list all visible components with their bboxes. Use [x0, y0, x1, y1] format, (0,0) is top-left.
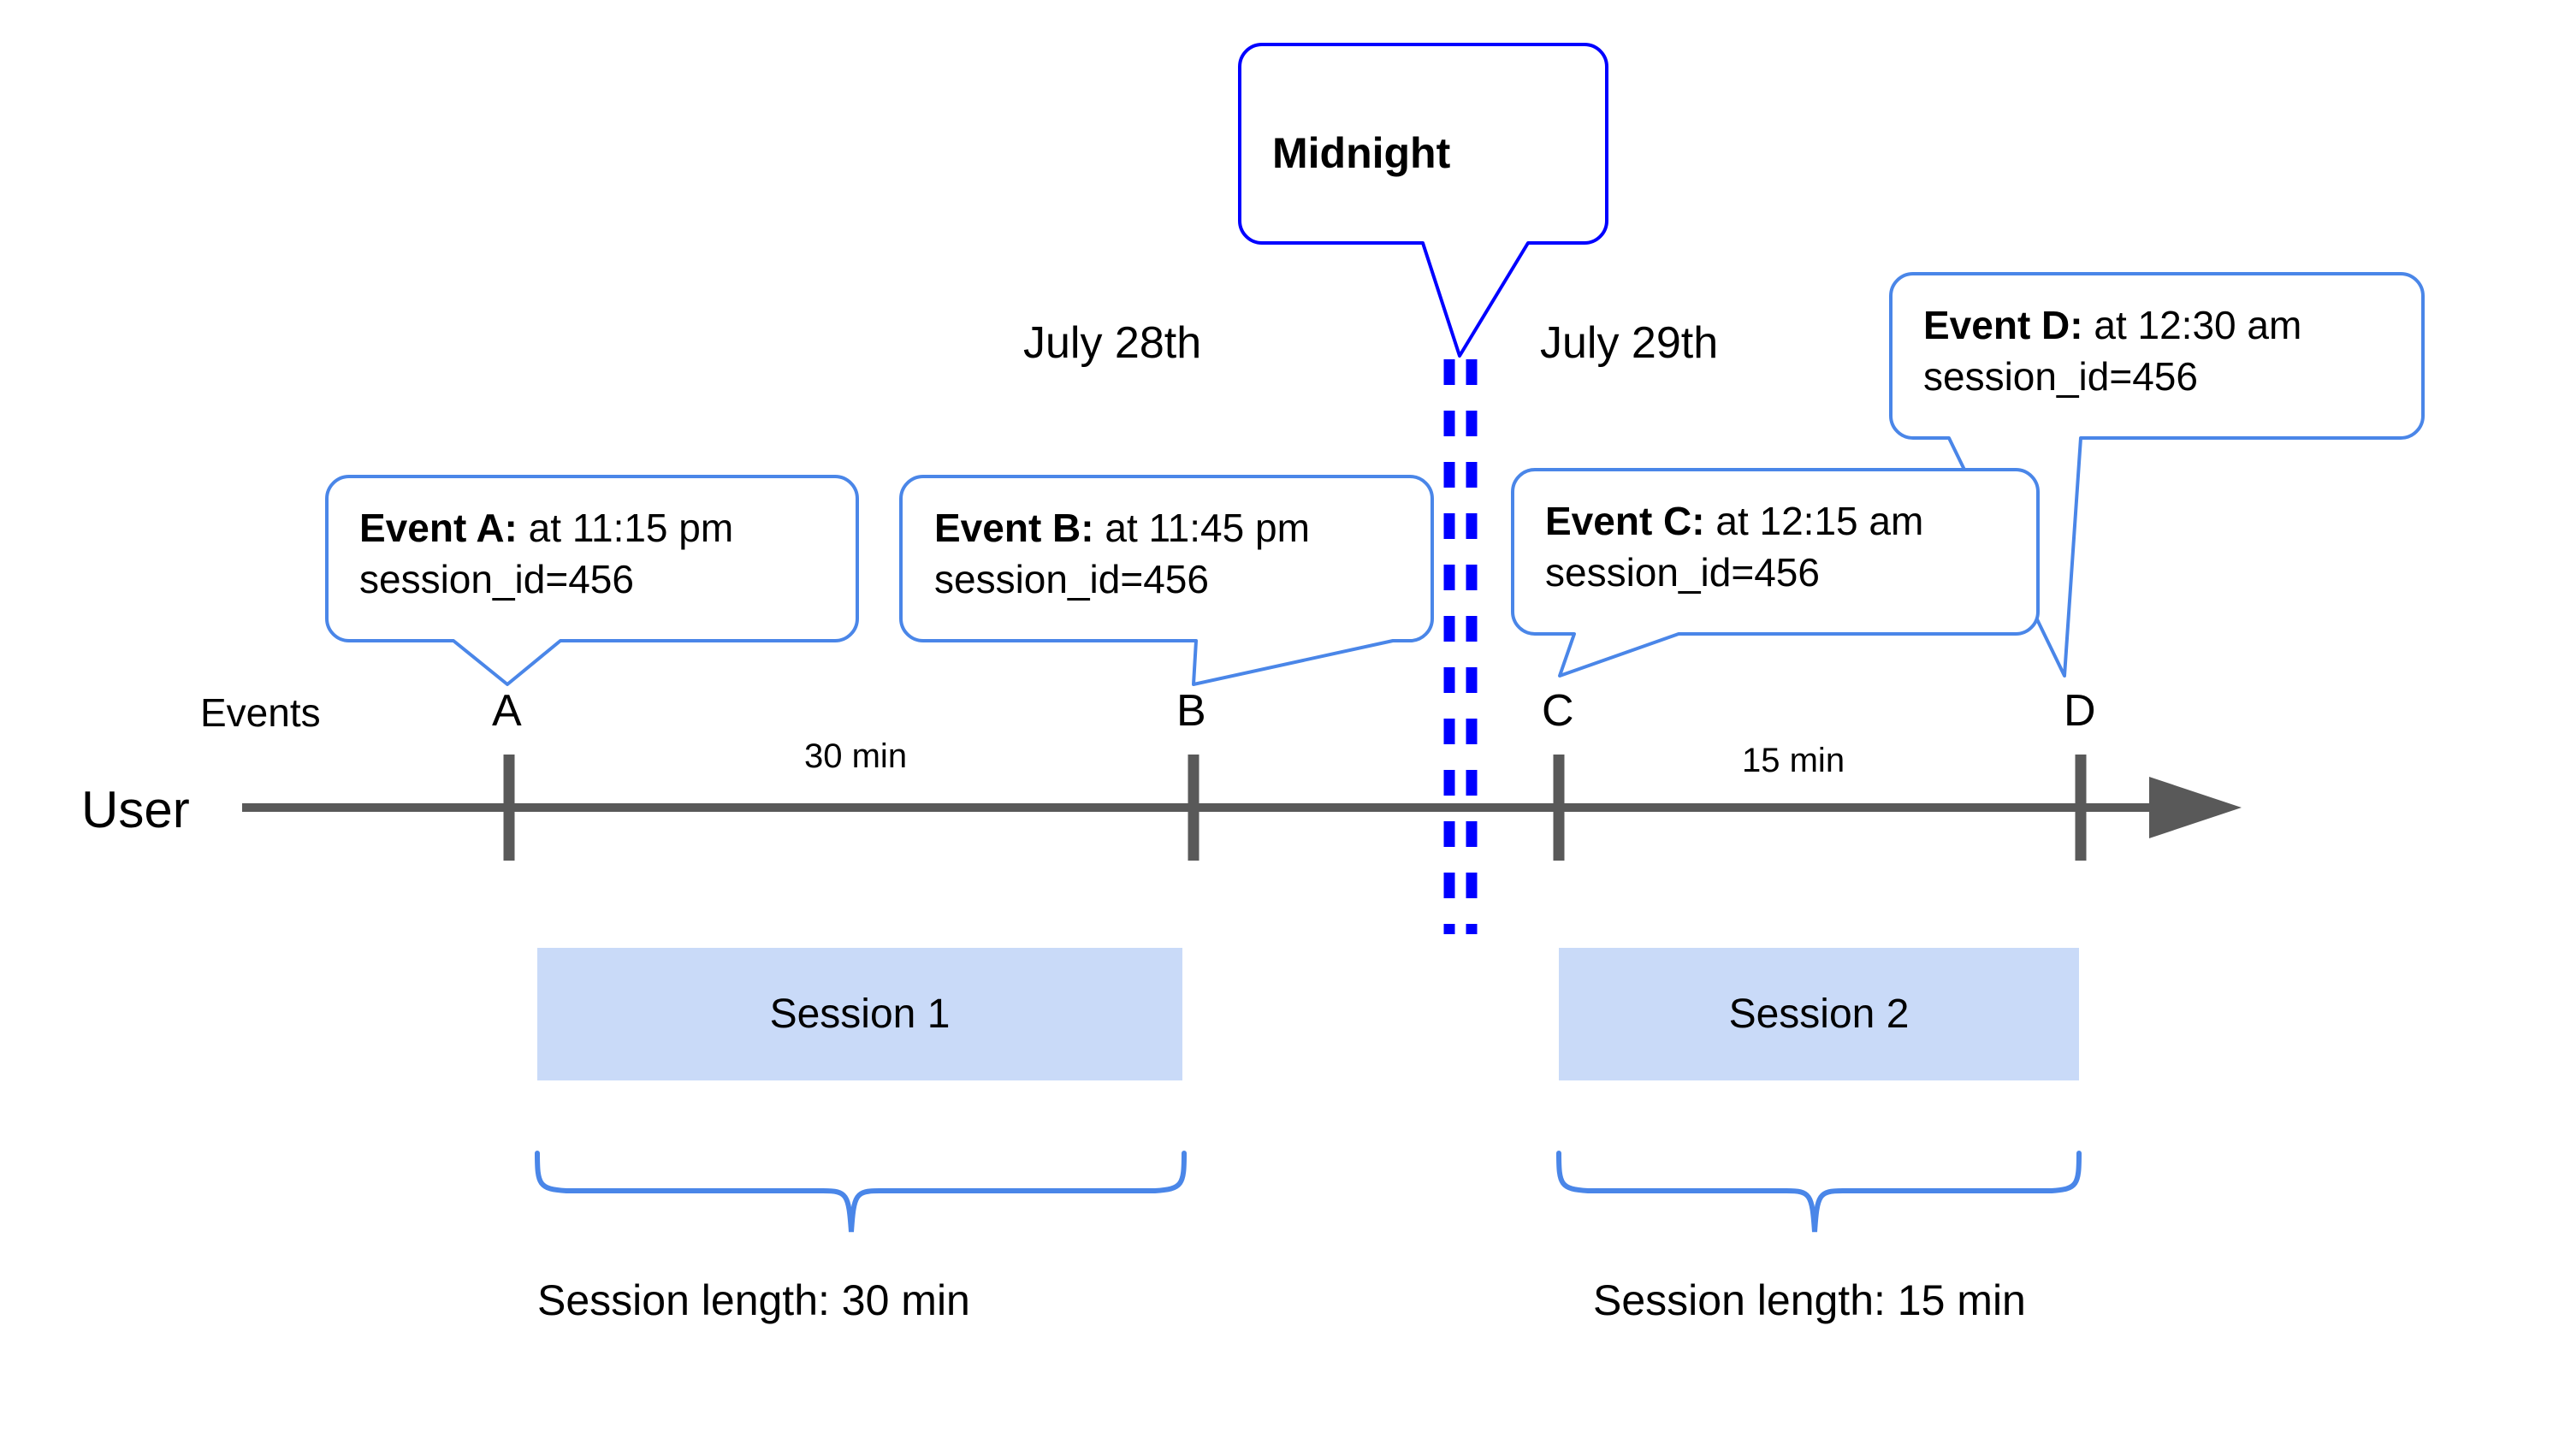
event-b-session-id: session_id=456	[934, 556, 1209, 601]
session-1-brace	[535, 1151, 1187, 1233]
event-c-bold: Event C:	[1545, 499, 1705, 543]
event-a-callout-text: Event A: at 11:15 pm session_id=456	[359, 503, 733, 606]
session-2-box	[1559, 948, 2079, 1080]
event-b-callout-text: Event B: at 11:45 pm session_id=456	[934, 503, 1310, 606]
session-1-label: Session 1	[769, 991, 951, 1037]
session-1-length-label: Session length: 30 min	[537, 1276, 970, 1324]
event-c-callout-shape	[1511, 468, 2040, 678]
event-b-time: at 11:45 pm	[1093, 506, 1310, 550]
tick-letter-c: C	[1542, 686, 1574, 736]
tick-letter-a: A	[492, 686, 522, 736]
date-label-july-29: July 29th	[1540, 318, 1719, 368]
event-d-callout-text: Event D: at 12:30 am session_id=456	[1923, 300, 2301, 403]
event-a-session-id: session_id=456	[359, 556, 634, 601]
event-b-callout-shape	[899, 475, 1434, 686]
event-d-bold: Event D:	[1923, 303, 2083, 347]
event-a-callout-shape	[325, 475, 859, 686]
user-axis-label: User	[81, 781, 190, 838]
event-a-time: at 11:15 pm	[517, 506, 734, 550]
timeline-axis	[242, 777, 2242, 838]
axis-ticks	[503, 755, 2087, 861]
date-label-july-28: July 28th	[1023, 318, 1202, 368]
tick-letter-d: D	[2064, 686, 2096, 736]
event-c-time: at 12:15 am	[1704, 499, 1924, 543]
session-1-box	[537, 948, 1182, 1080]
session-2-length-label: Session length: 15 min	[1593, 1276, 2026, 1324]
midnight-label: Midnight	[1272, 129, 1451, 177]
event-c-callout-text: Event C: at 12:15 am session_id=456	[1545, 496, 1923, 599]
gap-label-15-min: 15 min	[1742, 742, 1845, 779]
event-d-session-id: session_id=456	[1923, 353, 2198, 399]
gap-label-30-min: 30 min	[804, 737, 908, 775]
midnight-callout-shape	[1238, 43, 1608, 358]
event-d-time: at 12:30 am	[2082, 303, 2302, 347]
events-row-label: Events	[200, 690, 321, 735]
event-a-bold: Event A:	[359, 506, 518, 550]
event-c-session-id: session_id=456	[1545, 549, 1820, 595]
session-2-brace	[1556, 1151, 2082, 1233]
session-2-label: Session 2	[1728, 991, 1910, 1037]
event-b-bold: Event B:	[934, 506, 1094, 550]
midnight-dashed-lines	[1443, 359, 1478, 934]
axis-arrowhead	[2149, 777, 2242, 838]
tick-letter-b: B	[1176, 686, 1206, 736]
